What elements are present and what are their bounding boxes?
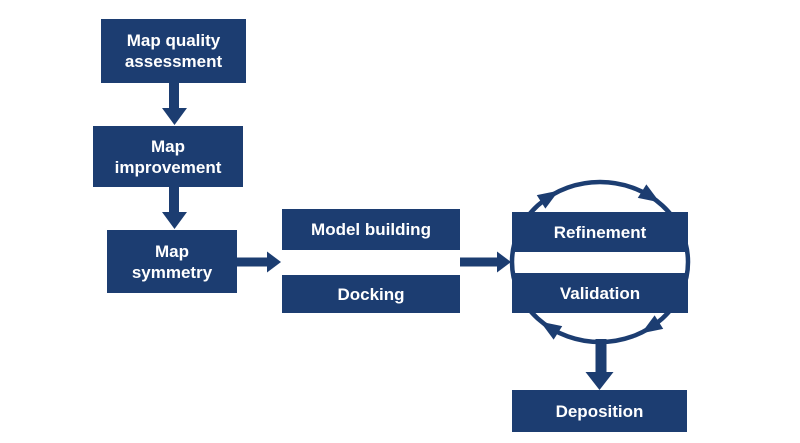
node-label: Refinement [553,222,647,242]
node-label: Model building [311,220,431,239]
node-refinement: Refinement [512,212,688,252]
arrow-improvement-to-symmetry [162,187,187,229]
arrow-modelbuilding-to-refinement [460,251,511,273]
node-map-improvement: Map improvement [93,126,243,187]
node-map-symmetry: Map symmetry [107,230,237,293]
arrow-symmetry-to-modelbuilding [237,251,281,273]
node-model-building: Model building [282,209,460,250]
node-label: Map improvement [114,136,222,177]
node-label: Deposition [555,401,644,421]
cycle-arrowhead-top-left [536,190,559,209]
node-label: Validation [559,283,641,303]
node-docking: Docking [282,275,460,313]
node-map-quality-assessment: Map quality assessment [101,19,246,83]
node-label: Map quality assessment [124,31,223,71]
cycle-arrowhead-bottom-right [641,315,664,334]
cycle-arrowhead-top-right [637,184,660,203]
node-label: Docking [337,284,405,304]
arrow-validation-to-deposition [585,339,614,390]
cycle-arrowhead-bottom-left [540,321,563,340]
node-validation: Validation [512,273,688,313]
arrow-quality-to-improvement [162,83,187,125]
node-label: Map symmetry [131,241,213,282]
node-deposition: Deposition [512,390,687,432]
refinement-validation-cycle-ring [509,179,691,345]
